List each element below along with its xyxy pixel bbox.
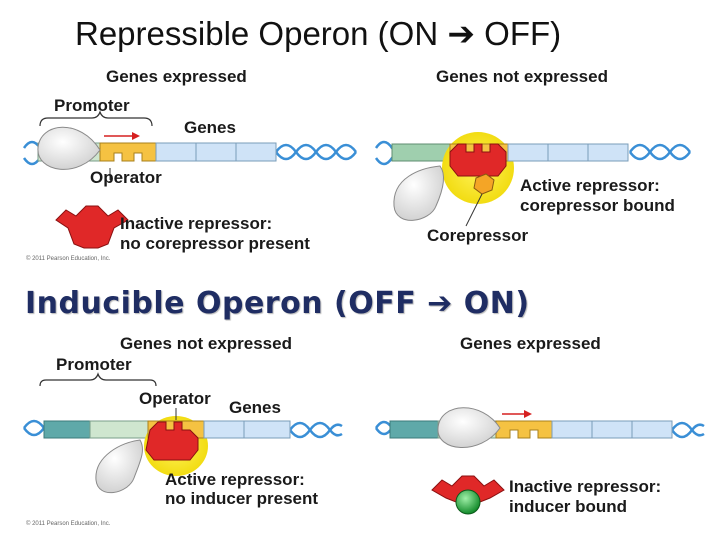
inducible-inactive-line1: Inactive repressor: [509, 477, 662, 496]
inducible-active-line1: Active repressor: [165, 470, 305, 489]
repressible-title: Repressible Operon (ON ➔ OFF) [75, 15, 562, 52]
repressible-left-panel [22, 110, 358, 249]
inducible-left-panel [22, 372, 343, 494]
rna-polymerase [37, 126, 101, 170]
repressible-right-panel [374, 132, 692, 227]
inducible-operator-label: Operator [139, 389, 211, 408]
inducible-right-heading: Genes expressed [460, 334, 601, 353]
genes-region [155, 142, 277, 162]
inducible-right-panel [374, 407, 705, 515]
inactive-repressor [55, 205, 129, 249]
repressible-left-heading: Genes expressed [106, 67, 247, 86]
promoter-bracket [39, 110, 153, 127]
repressible-inactive-line2: no corepressor present [120, 234, 310, 253]
inducible-copyright: © 2011 Pearson Education, Inc. [26, 521, 111, 527]
repressible-right-heading: Genes not expressed [436, 67, 608, 86]
right-arrow-icon: ➔ [447, 15, 475, 52]
inducible-genes-label: Genes [229, 398, 281, 417]
inducible-promoter-label: Promoter [56, 355, 132, 374]
inducible-left-heading: Genes not expressed [120, 334, 292, 353]
repressible-inactive-line1: Inactive repressor: [120, 214, 273, 233]
operator-region [99, 142, 157, 162]
repressible-active-line1: Active repressor: [520, 176, 660, 195]
inducible-active-line2: no inducer present [165, 489, 319, 508]
repressible-copyright: © 2011 Pearson Education, Inc. [26, 256, 111, 262]
active-repressor [449, 143, 507, 177]
repressible-corepressor-label: Corepressor [427, 226, 529, 245]
inducible-inactive-line2: inducer bound [509, 497, 628, 516]
inducible-title: Inducible Operon (OFF ➔ ON) [25, 286, 530, 321]
repressible-promoter-label: Promoter [54, 96, 130, 115]
right-arrow-icon: ➔ [427, 286, 453, 321]
inducer-molecule [455, 489, 481, 515]
repressible-active-line2: corepressor bound [520, 196, 675, 215]
repressible-genes-label: Genes [184, 118, 236, 137]
corepressor-molecule [473, 173, 495, 195]
repressible-operator-label: Operator [90, 168, 162, 187]
